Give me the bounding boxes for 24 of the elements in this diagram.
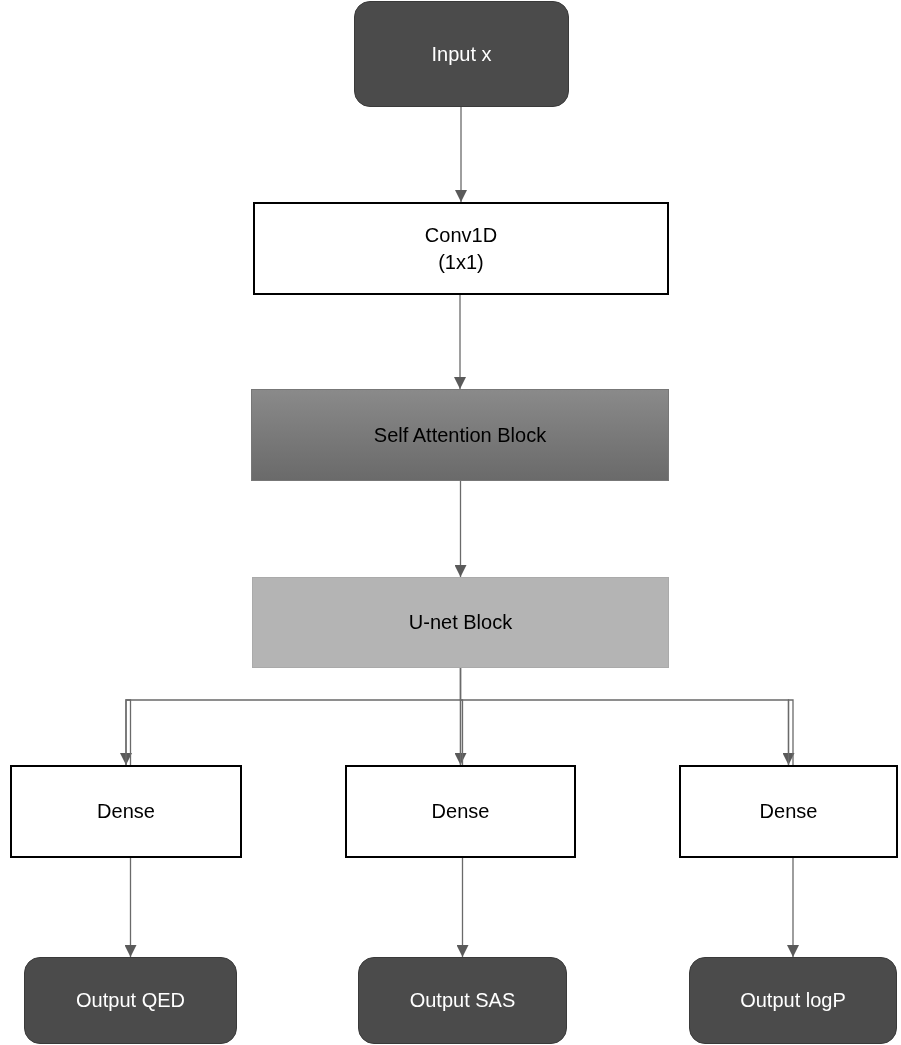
node-label: U-net Block (408, 610, 513, 635)
node-label: Output QED (76, 988, 185, 1013)
process-box (679, 765, 898, 858)
arrow (454, 294, 466, 390)
process-box (253, 202, 669, 295)
process-box (252, 577, 669, 668)
output-box (689, 957, 897, 1044)
node-label: Dense (431, 799, 490, 824)
output-box (358, 957, 567, 1044)
output-box (24, 957, 237, 1044)
node-label: Output SAS (409, 988, 516, 1013)
process-box (10, 765, 242, 858)
process-box (345, 765, 576, 858)
node-label: Conv1D (1x1) (423, 222, 499, 275)
node-label: Dense (97, 799, 155, 824)
node-label: Input x (431, 41, 492, 67)
process-box (251, 389, 669, 481)
node-label: Dense (759, 799, 818, 824)
node-label: Self Attention Block (373, 422, 547, 448)
node-label: Output logP (740, 988, 846, 1013)
input-box (354, 1, 569, 107)
arrow (454, 480, 467, 578)
arrow (455, 106, 467, 203)
arrow (459, 667, 795, 766)
